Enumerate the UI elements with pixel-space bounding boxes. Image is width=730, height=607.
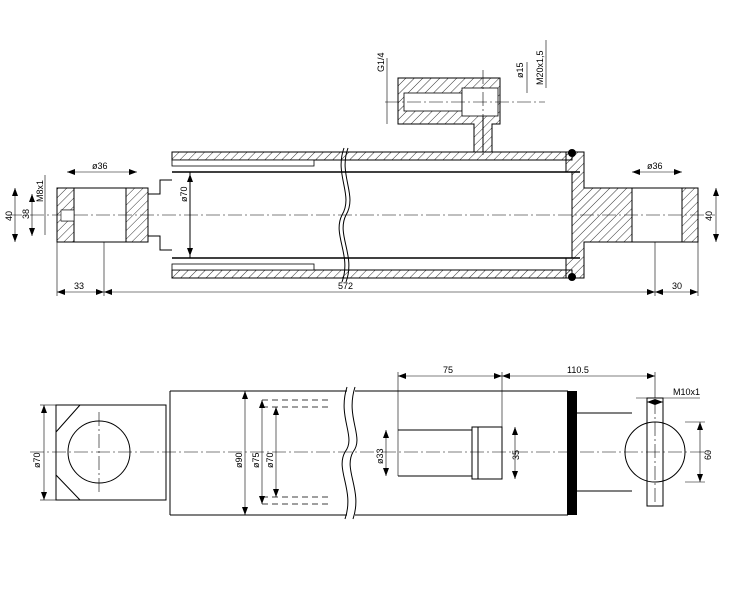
piston-rod-section: [148, 179, 172, 251]
rod-eye-od-label: ø70: [32, 452, 42, 468]
port-dia-label: ø15: [515, 62, 525, 78]
cylinder-tube-section: [171, 147, 580, 283]
inner-dia-1-label: ø75: [251, 452, 261, 468]
base-eye-hole-label: ø36: [647, 161, 663, 171]
fitting-thread-label: M20x1,5: [535, 50, 545, 85]
port-outer: [398, 426, 503, 480]
port-to-eye-label: 110.5: [567, 365, 589, 375]
inner-dia-2-label: ø70: [265, 452, 275, 468]
rod-eye-outer: [55, 404, 167, 501]
bore-label: ø70: [179, 186, 189, 202]
rod-eye-height-label: 40: [4, 211, 14, 221]
len-right-label: 30: [672, 281, 682, 291]
port-dia-outer-label: ø33: [375, 448, 385, 464]
section-dimensions: G1/4 ø15 M20x1,5 ø36 40 38 M8x1 ø70 ø36 …: [4, 40, 719, 296]
rod-thread-label: M8x1: [35, 180, 45, 202]
port-fitting-section: [385, 70, 545, 158]
rod-eye-hole-label: ø36: [92, 161, 108, 171]
port-thread-label: G1/4: [376, 52, 386, 72]
outer-view: ø70 ø90 ø75 ø70 ø33 75 110.5 M10x1 35: [30, 365, 713, 520]
section-view: G1/4 ø15 M20x1,5 ø36 40 38 M8x1 ø70 ø36 …: [4, 40, 719, 296]
base-eye-height-label: 40: [704, 211, 714, 221]
len-total-label: 572: [338, 281, 353, 291]
rod-thread-small-label: 38: [21, 209, 31, 219]
len-left-label: 33: [74, 281, 84, 291]
base-eye-width-label: 60: [703, 450, 713, 460]
port-height-label: 35: [511, 450, 521, 460]
tube-od-label: ø90: [234, 452, 244, 468]
grease-nipple-label: M10x1: [673, 387, 700, 397]
tube-outer: [169, 386, 632, 520]
port-offset-label: 75: [443, 365, 453, 375]
outer-dimensions: ø70 ø90 ø75 ø70 ø33 75 110.5 M10x1 35: [32, 365, 713, 515]
cylinder-base-section: [565, 149, 699, 281]
rod-eye-section: [56, 187, 149, 243]
